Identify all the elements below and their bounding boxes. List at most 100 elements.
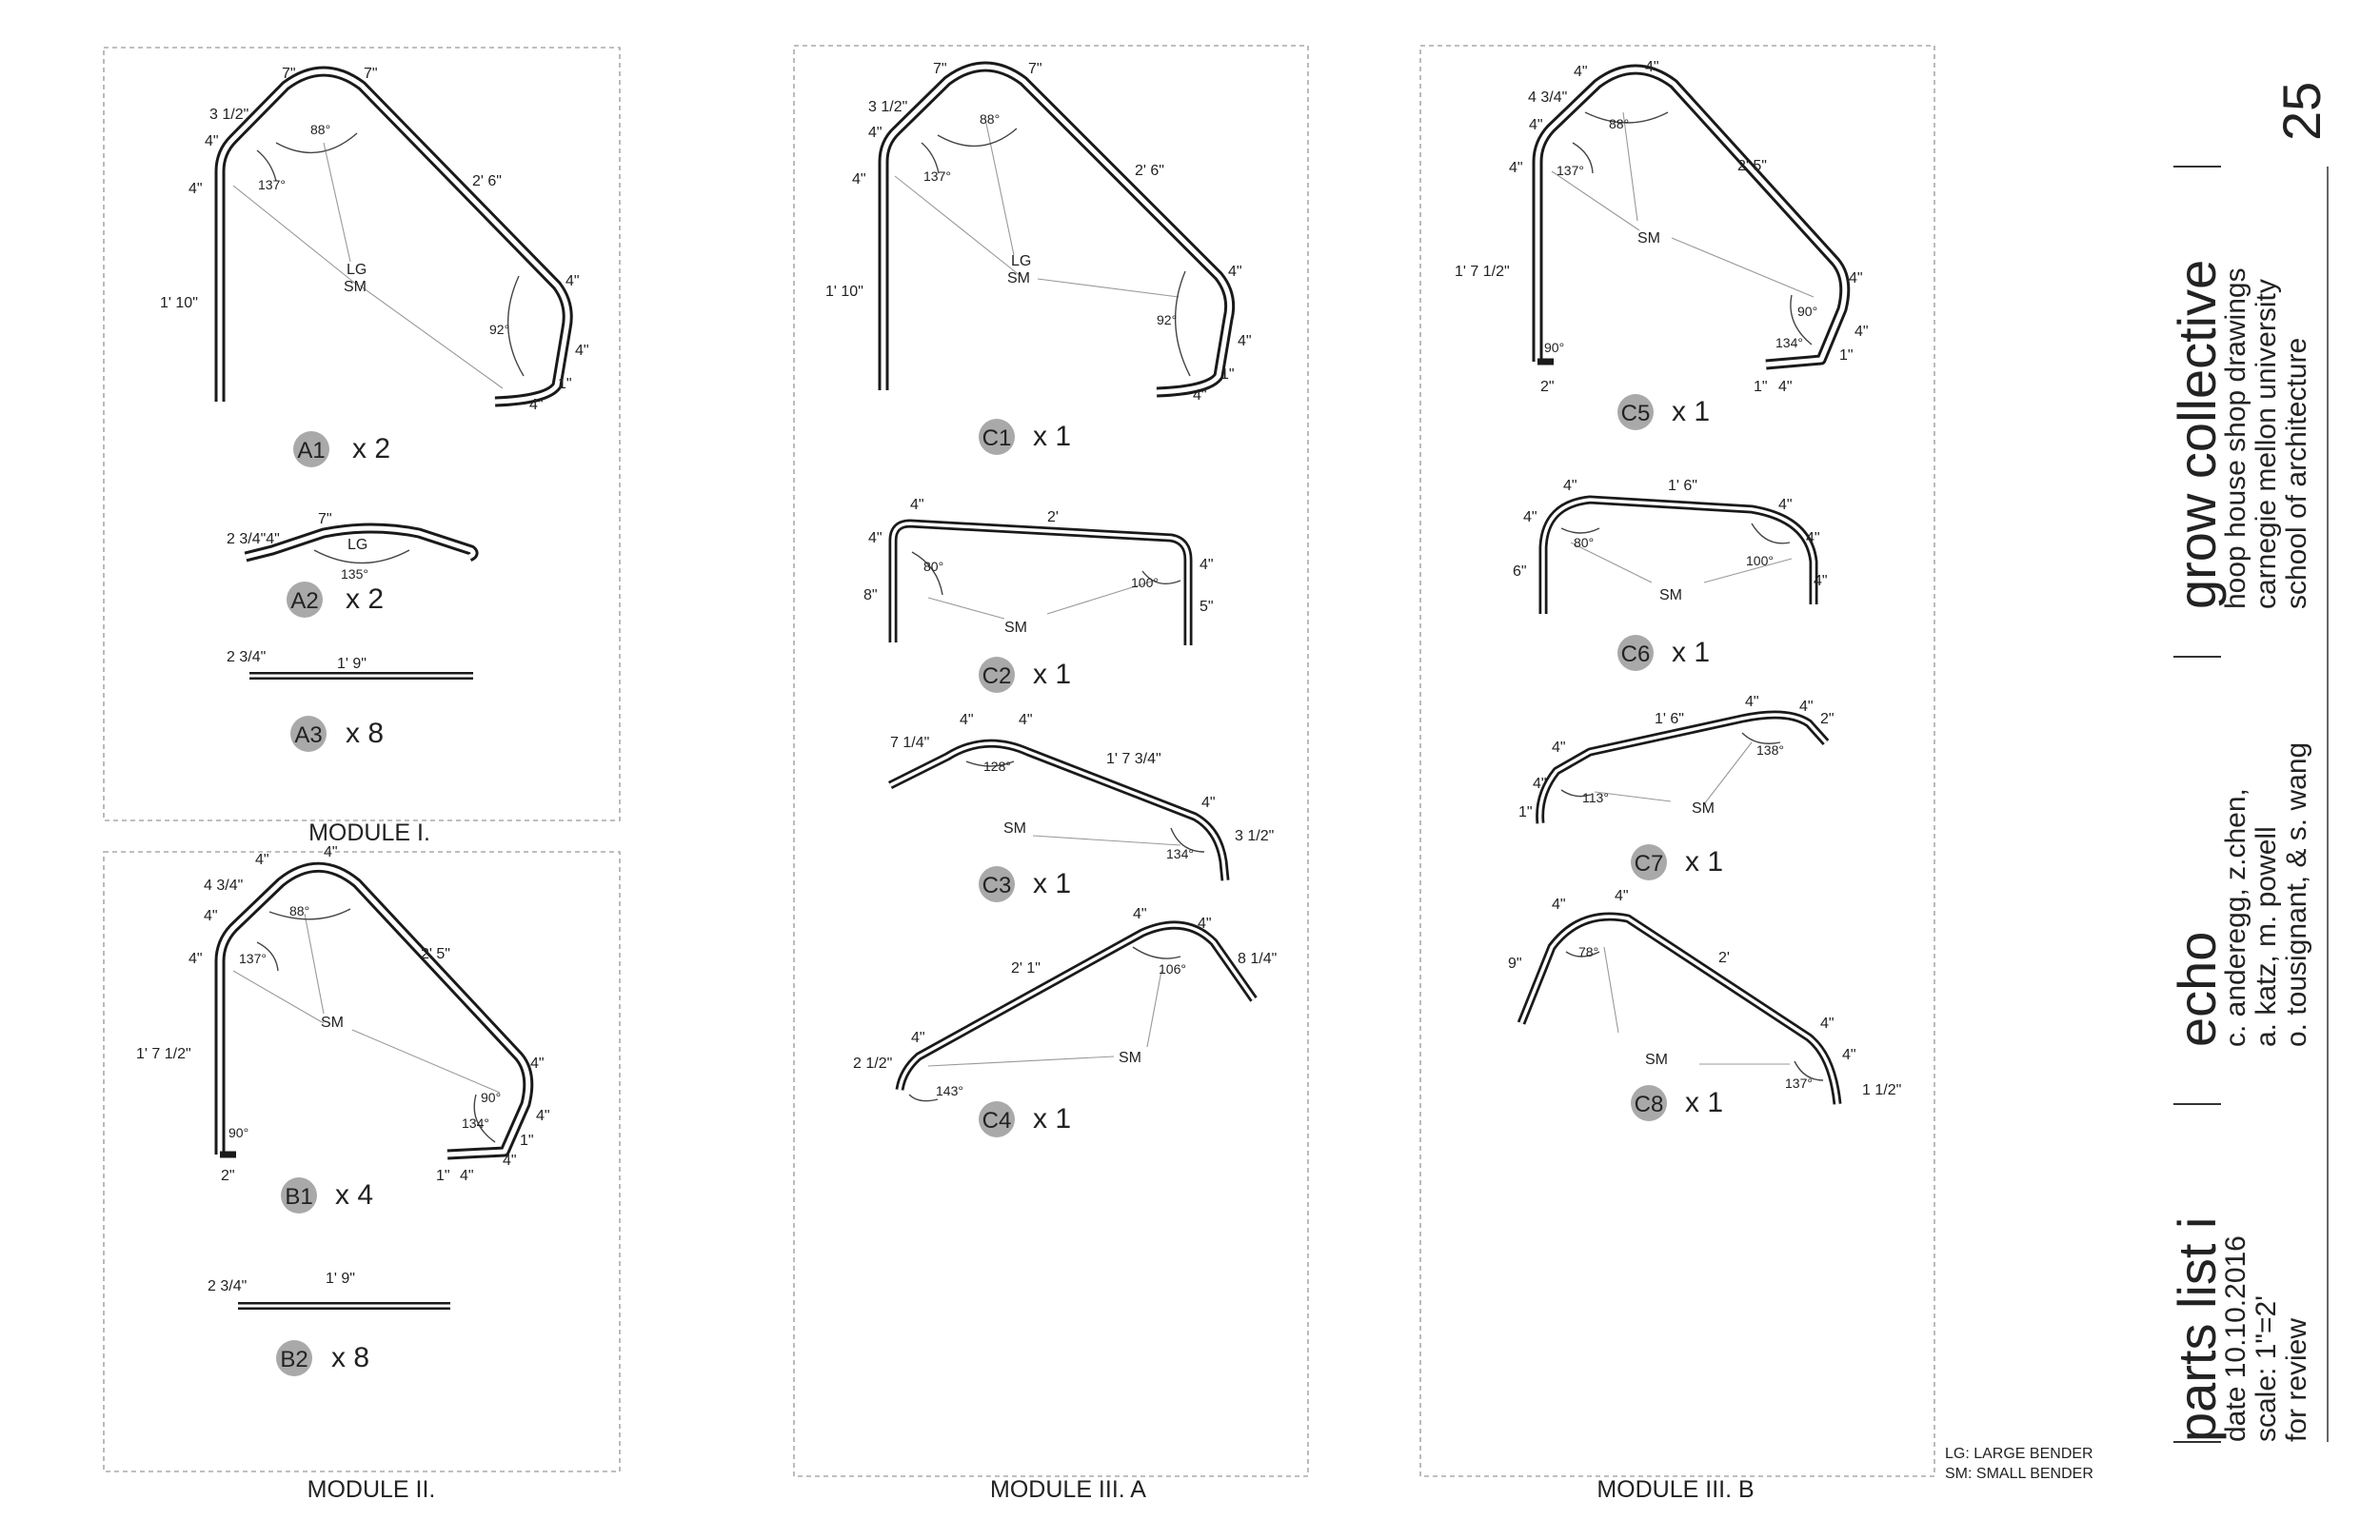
project-title: grow collective: [2167, 260, 2227, 609]
c5-angle-1: 88°: [1609, 116, 1629, 131]
module-3b-frame: [1419, 45, 1935, 1477]
c7-dim-left-b: 4": [1533, 776, 1547, 792]
c7-dim-left-a: 4": [1552, 740, 1566, 756]
b1-angle-1-label: 88°: [289, 903, 309, 918]
c6-angle-2: 100°: [1746, 553, 1774, 568]
a1-bender-2: SM: [344, 279, 367, 295]
legend-large-bender: LG: LARGE BENDER: [1945, 1446, 2093, 1462]
c5-angle-2: 137°: [1557, 163, 1584, 178]
b2-dim-left: 2 3/4": [208, 1278, 247, 1294]
c3-dim-right-b: 3 1/2": [1235, 828, 1274, 844]
c1-dim-vertical: 1' 10": [825, 284, 863, 300]
sheet-date: date 10.10.2016: [2220, 1235, 2251, 1442]
part-a1: 7" 7" 3 1/2" 4" 4" 1' 10" 2' 6" 4" 4" 1"…: [160, 66, 589, 467]
c4-dim-right: 8 1/4": [1238, 951, 1277, 967]
b2-qty: x 8: [331, 1342, 369, 1373]
b1-dim-shoulder: 4 3/4": [204, 878, 243, 894]
c1-id: C1: [982, 425, 1012, 451]
c7-angle-2: 113°: [1582, 790, 1609, 805]
module-3a-frame: [793, 45, 1309, 1477]
c1-angle-2: 137°: [923, 168, 951, 184]
a2-angle-1: 135°: [341, 566, 368, 582]
a1-angle-1: 88°: [310, 122, 330, 137]
c5-dim-vertical: 1' 7 1/2": [1455, 264, 1510, 280]
a1-dim-shoulder: 3 1/2": [209, 107, 248, 123]
b1-dim-bot-r: 4": [460, 1168, 474, 1184]
c7-angle-1: 138°: [1756, 742, 1784, 758]
c2-qty: x 1: [1033, 659, 1071, 690]
part-c1: 7" 7" 3 1/2" 4" 4" 1' 10" 2' 6" 4" 4" 1"…: [825, 61, 1252, 455]
c3-dim-top-l: 4": [960, 712, 974, 728]
c5-dim-shoulder: 4 3/4": [1528, 89, 1567, 106]
a1-angle-2: 137°: [258, 177, 286, 192]
b2-dim-length: 1' 9": [326, 1271, 355, 1287]
c1-dim-left-a: 4": [868, 125, 883, 141]
c1-bender-1: LG: [1011, 253, 1031, 269]
c5-dim-bot-r: 4": [1778, 379, 1793, 395]
c2-bender: SM: [1004, 620, 1027, 636]
b1-bender: SM: [321, 1015, 344, 1031]
a2-dim-left: 2 3/4"4": [227, 531, 280, 547]
c4-qty: x 1: [1033, 1103, 1071, 1135]
c8-id: C8: [1635, 1092, 1664, 1117]
c4-angle-2: 143°: [936, 1083, 963, 1098]
b1-dim-right-b: 4": [536, 1108, 550, 1124]
c3-qty: x 1: [1033, 868, 1071, 899]
c6-dim-left-a: 4": [1523, 509, 1537, 525]
c7-bender: SM: [1692, 800, 1715, 817]
b2-badge: [276, 1340, 312, 1376]
c8-dim-diag: 2': [1718, 950, 1730, 966]
c5-badge: [1617, 394, 1654, 430]
c5-dim-top-l: 4": [1574, 64, 1588, 80]
c1-dim-top-l: 7": [933, 61, 947, 77]
a1-dim-top-l: 7": [282, 66, 296, 82]
part-c3: 7 1/4" 4" 4" 1' 7 3/4" 4" 3 1/2" 128° 13…: [887, 712, 1274, 902]
a1-dim-vertical: 1' 10": [160, 295, 198, 311]
b1-angle-2: 137°: [239, 951, 267, 966]
module-2-label: MODULE II.: [307, 1476, 436, 1503]
c1-angle-3: 92°: [1157, 312, 1177, 327]
team-line-3: o. tousignant, & s. wang: [2281, 742, 2312, 1047]
c5-angle-5: 90°: [1544, 340, 1564, 355]
b1-dim-top-r: 4": [324, 844, 338, 860]
a2-bender: LG: [347, 537, 367, 553]
c1-badge: [979, 419, 1015, 455]
c5-dim-left-b: 4": [1509, 160, 1523, 176]
c7-dim-top: 1' 6": [1655, 711, 1684, 727]
c2-dim-right-b: 5": [1200, 599, 1214, 615]
c6-angle-1: 80°: [1574, 535, 1594, 550]
c3-dim-top-r: 4": [1019, 712, 1033, 728]
sheet-title: parts list i: [2167, 1217, 2227, 1443]
a1-qty: x 2: [352, 433, 390, 464]
title-block: 25 grow collective hoop house shop drawi…: [2167, 82, 2331, 1443]
c4-dim-top-l: 4": [1133, 906, 1147, 922]
part-c6: 4" 1' 6" 4" 4" 6" 4" 4" 80° 100° SM C6 x…: [1513, 478, 1828, 671]
c6-dim-top-r: 4": [1778, 497, 1793, 513]
c7-badge: [1631, 844, 1667, 880]
c6-dim-right-a: 4": [1806, 530, 1820, 546]
c5-dim-left-a: 4": [1529, 117, 1543, 133]
c8-angle-2: 137°: [1785, 1076, 1813, 1091]
b1-dim-vertical: 1' 7 1/2": [136, 1046, 191, 1062]
c5-dim-bot-l: 1": [1754, 379, 1768, 395]
part-c5: 4" 4" 4 3/4" 4" 4" 1' 7 1/2" 2' 5" 4" 4"…: [1455, 59, 1869, 430]
c1-qty: x 1: [1033, 421, 1071, 452]
a1-dim-left-a: 4": [205, 133, 219, 149]
b1-qty: x 4: [335, 1179, 373, 1211]
a1-angle-3: 92°: [489, 322, 509, 337]
a3-dim-left: 2 3/4": [227, 649, 266, 665]
part-c8: 4" 4" 9" 2' 4" 4" 1 1/2" 78° 137° SM C8 …: [1508, 888, 1901, 1121]
c1-dim-right-b: 4": [1238, 333, 1252, 349]
c4-dim-diag: 2' 1": [1011, 960, 1041, 977]
part-a2: 2 3/4"4" 7" LG 135° A2 x 2: [227, 511, 479, 618]
part-b2: 2 3/4" 1' 9" B2 x 8: [208, 1271, 450, 1376]
c5-dim-top-r: 4": [1645, 59, 1659, 75]
c8-dim-right-c: 1 1/2": [1862, 1082, 1901, 1098]
c8-dim-left: 9": [1508, 956, 1522, 972]
c5-id: C5: [1621, 401, 1651, 426]
c4-dim-left-b: 2 1/2": [853, 1056, 892, 1072]
c2-dim-top-l: 4": [910, 497, 924, 513]
legend-small-bender: SM: SMALL BENDER: [1945, 1466, 2093, 1482]
c1-dim-diag: 2' 6": [1135, 163, 1164, 179]
